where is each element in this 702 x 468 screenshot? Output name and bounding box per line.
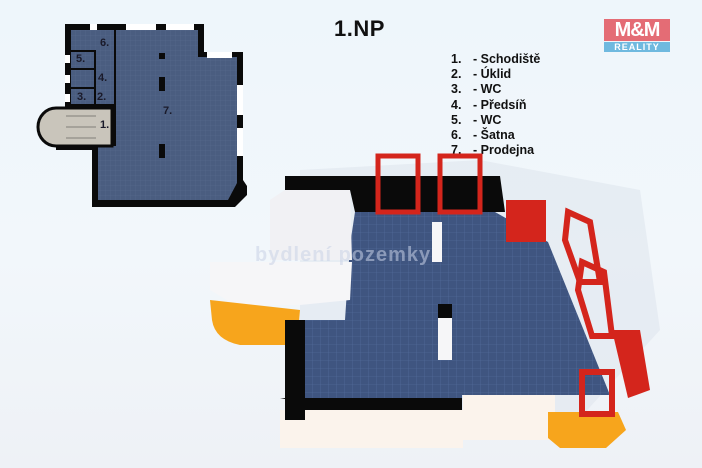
logo-bottom-text: REALITY	[604, 42, 670, 52]
legend-item: 1.- Schodiště	[451, 52, 541, 66]
plan-label-2: 2.	[97, 91, 107, 103]
floor-title: 1.NP	[334, 16, 385, 41]
plan-label-3: 3.	[77, 91, 87, 103]
legend-item: 2.- Úklid	[451, 67, 512, 82]
plan-label-6: 6.	[100, 37, 110, 49]
plan-label-7: 7.	[163, 105, 173, 117]
plan-label-4: 4.	[98, 72, 108, 84]
plan-label-1: 1.	[100, 119, 110, 131]
mm-reality-logo: M&M REALITY	[604, 19, 670, 53]
legend-item: 6.- Šatna	[451, 128, 515, 143]
plan-label-5: 5.	[76, 53, 86, 65]
room-legend: 1.- Schodiště 2.- Úklid 3.- WC 4.- Předs…	[451, 52, 540, 158]
legend-item: 7.- Prodejna	[451, 143, 535, 158]
logo-top-text: M&M	[604, 19, 670, 41]
legend-item: 3.- WC	[451, 82, 502, 97]
watermark-text: bydlení pozemky	[255, 244, 432, 266]
legend-item: 4.- Předsíň	[451, 97, 527, 112]
legend-item: 5.- WC	[451, 112, 502, 127]
